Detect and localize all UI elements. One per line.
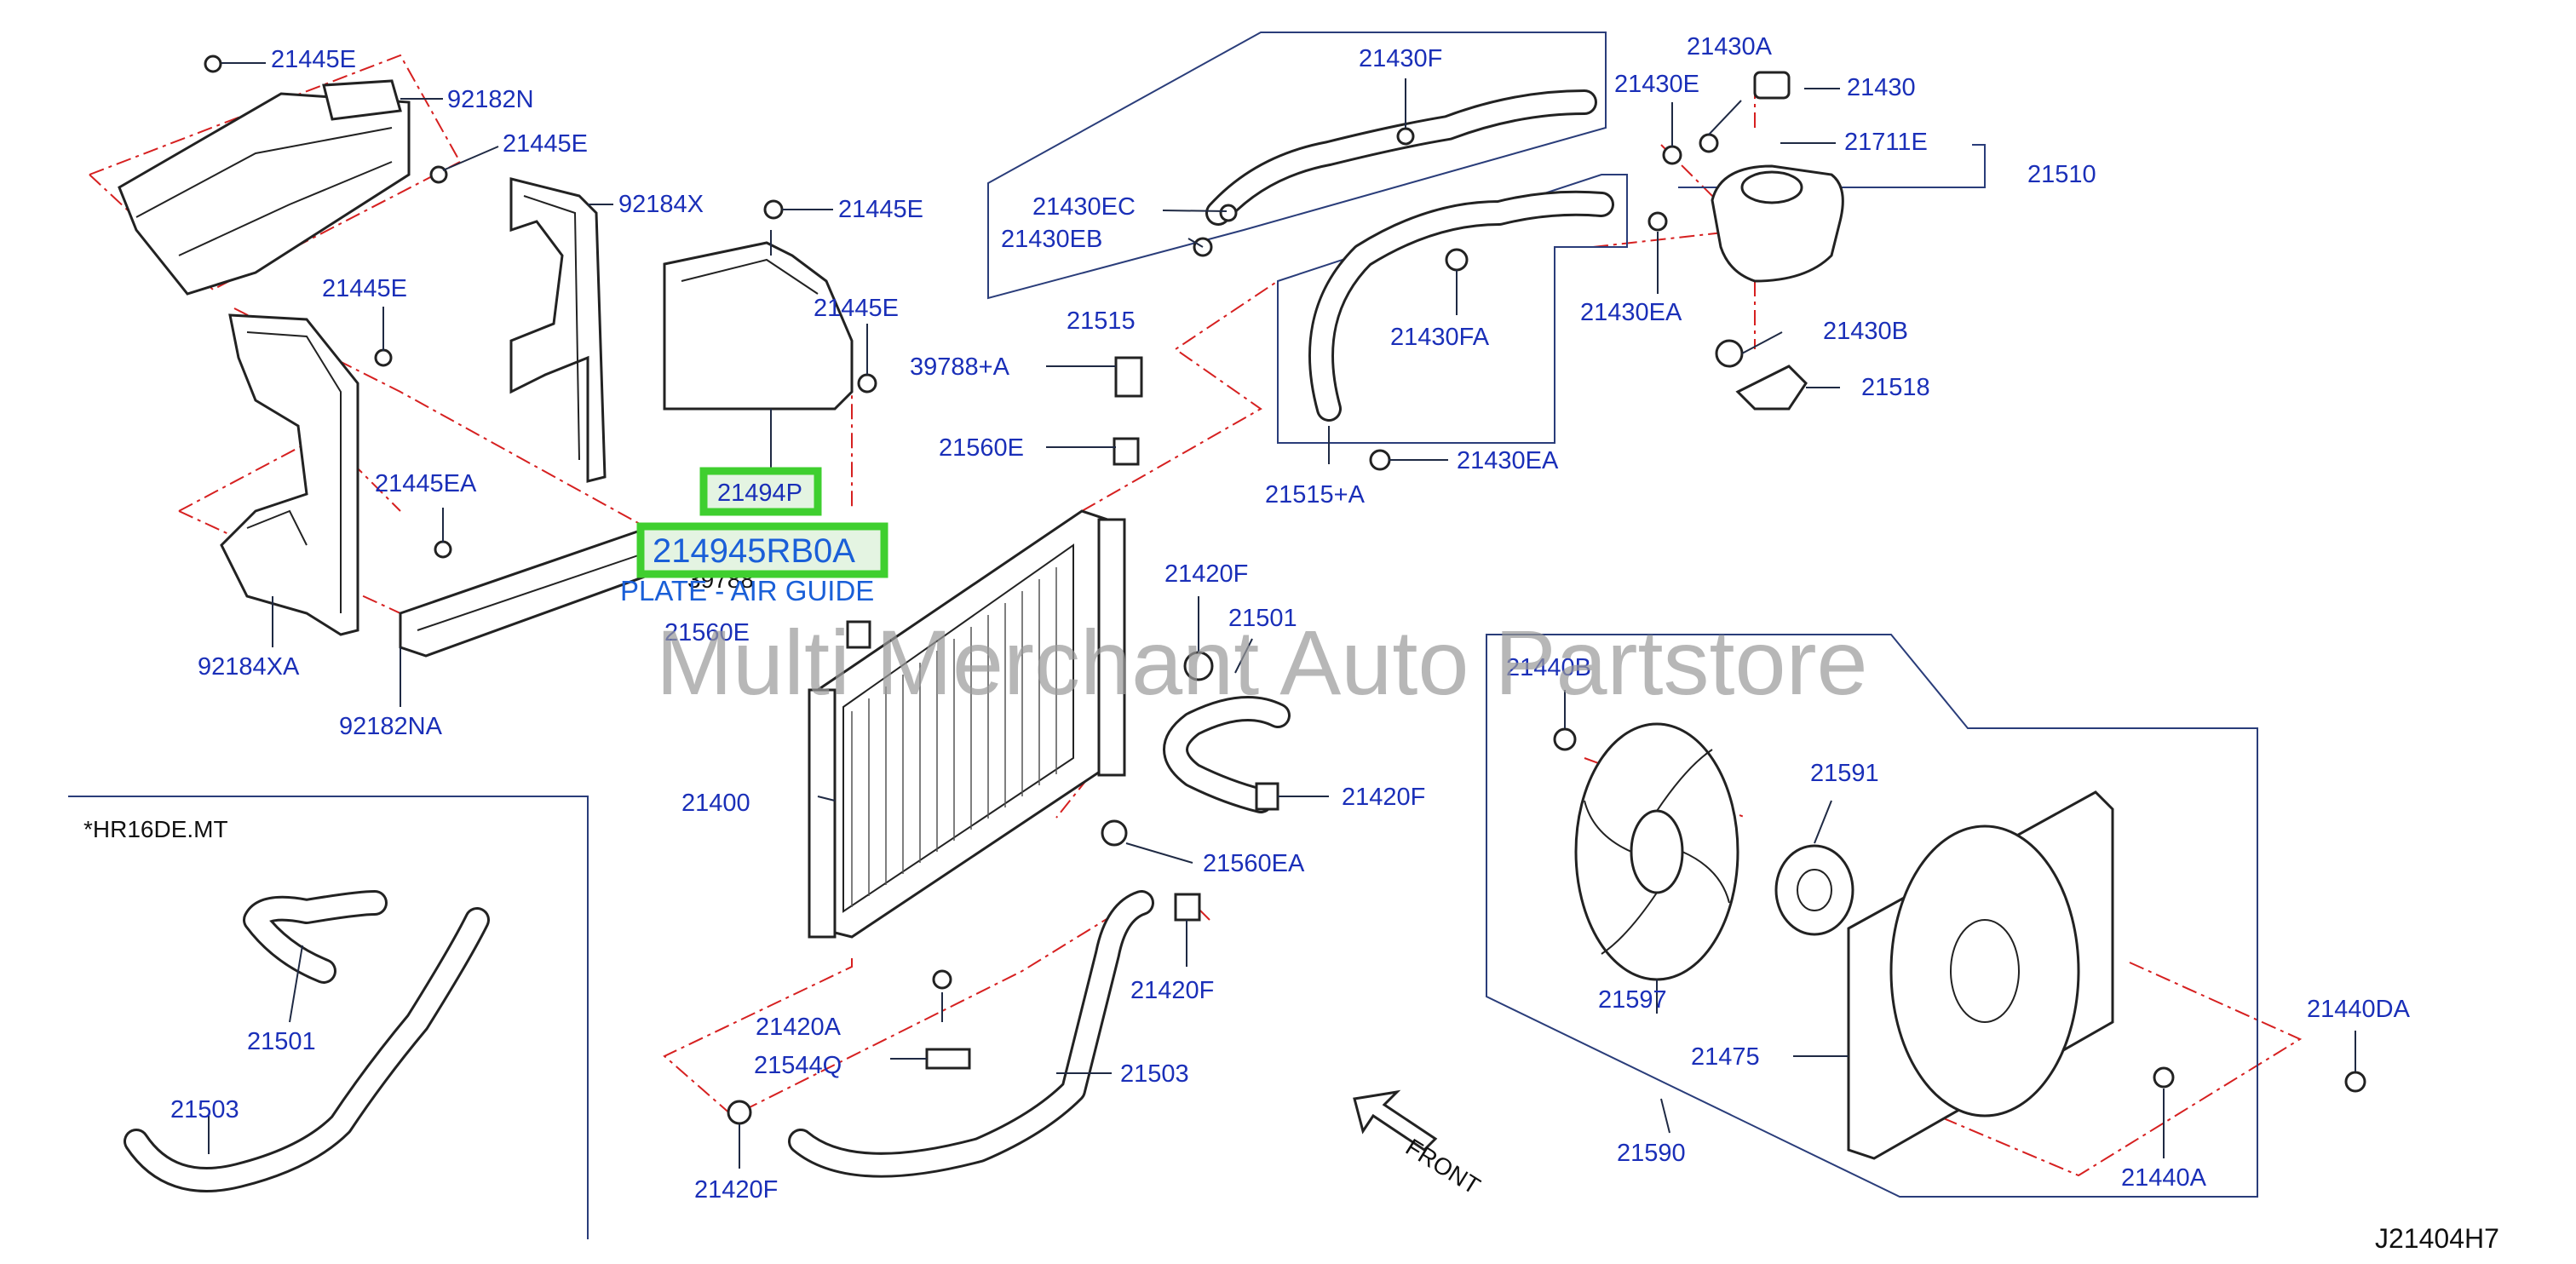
part-label[interactable]: 21440A (2121, 1164, 2207, 1192)
variant-frame (68, 796, 589, 1239)
part-label[interactable]: 92184X (618, 191, 704, 218)
fan-assembly-frame-21590 (1486, 634, 2258, 1198)
hose-21515A (1308, 190, 1614, 422)
variant-note: *HR16DE.MT (83, 816, 228, 842)
part-label[interactable]: 21475 (1691, 1043, 1760, 1071)
frame-boxes (68, 32, 2258, 1239)
part-label[interactable]: 21430 (1847, 74, 1916, 101)
part-label[interactable]: 21445E (322, 275, 407, 302)
part-label[interactable]: 21440DA (2307, 996, 2411, 1023)
highlight-box-ref[interactable] (699, 467, 822, 516)
part-label[interactable]: 21560EA (1203, 850, 1305, 877)
hose-21501 (1163, 696, 1291, 813)
leader-lines (208, 62, 2356, 1169)
part-label[interactable]: 21420F (1130, 977, 1214, 1004)
fan-shroud-21475 (1847, 790, 2114, 1160)
part-label[interactable]: 21503 (1120, 1060, 1189, 1088)
radiator-21400 (808, 509, 1126, 939)
part-label[interactable]: 21430E (1614, 71, 1699, 98)
part-label[interactable]: 21445E (814, 295, 899, 322)
part-label[interactable]: 21501 (1228, 605, 1297, 632)
callout-labels: 21445E 92182N 21445E 92184X 21445E 21445… (170, 33, 2411, 1204)
part-label[interactable]: 21518 (1861, 374, 1930, 401)
part-label[interactable]: 21430EA (1457, 447, 1559, 474)
part-label[interactable]: 92184XA (198, 653, 300, 681)
part-label[interactable]: 21590 (1617, 1140, 1686, 1167)
highlight-ref-label[interactable]: 21494P (717, 480, 802, 507)
variant-hose-21501 (243, 890, 388, 984)
part-label[interactable]: 21503 (170, 1096, 239, 1123)
part-label[interactable]: 21515 (1067, 307, 1136, 335)
part-label[interactable]: 21501 (247, 1028, 316, 1055)
part-label[interactable]: 92182N (447, 86, 534, 113)
part-label[interactable]: 21430EC (1032, 193, 1136, 221)
part-label[interactable]: 39788+A (910, 353, 1010, 381)
diagram-code: J21404H7 (2375, 1223, 2499, 1254)
part-label[interactable]: 21430A (1687, 33, 1773, 60)
hose-21503 (788, 890, 1154, 1178)
air-guide-upper-92182N (118, 79, 411, 296)
highlighted-part: 21494P 214945RB0A PLATE - AIR GUIDE (620, 467, 888, 606)
part-label[interactable]: 21430EA (1580, 299, 1682, 326)
part-label[interactable]: 21544Q (754, 1052, 842, 1079)
part-label[interactable]: 21560E (939, 434, 1024, 462)
part-label[interactable]: 21510 (2027, 161, 2096, 188)
hose-group-frame-21515 (987, 32, 1607, 300)
part-label[interactable]: 21445E (503, 130, 588, 158)
part-label[interactable]: 21420F (1342, 784, 1425, 811)
part-label[interactable]: 21420A (756, 1014, 842, 1041)
front-label: FRONT (1401, 1134, 1485, 1199)
plate-air-guide-21494P (663, 241, 854, 411)
air-guide-side-92184X (509, 177, 607, 483)
part-label[interactable]: 21445E (838, 196, 923, 223)
hose-group-frame-21515a (1277, 174, 1628, 444)
watermark: Multi Merchant Auto Partstore (656, 611, 1868, 714)
hardware-fasteners (204, 55, 2366, 1125)
part-label[interactable]: 21430FA (1390, 324, 1490, 351)
part-label[interactable]: 21445E (271, 46, 356, 73)
fan-blade-21597 (1574, 722, 1739, 981)
highlight-description: PLATE - AIR GUIDE (620, 575, 874, 606)
part-label[interactable]: 21420F (694, 1176, 778, 1204)
part-label[interactable]: 21400 (681, 790, 750, 817)
part-label[interactable]: 21430EB (1001, 226, 1102, 253)
part-label[interactable]: 21515+A (1265, 481, 1366, 508)
highlight-part-number[interactable]: 214945RB0A (653, 532, 855, 570)
part-label[interactable]: 21430B (1823, 318, 1908, 345)
hose-21515 (1205, 89, 1597, 226)
air-guide-side-92184XA (220, 313, 359, 636)
part-label[interactable]: 21597 (1598, 986, 1667, 1014)
part-label[interactable]: 21445EA (375, 470, 477, 497)
radiator-core-fins (851, 567, 1057, 907)
part-label[interactable]: 21440B (1506, 654, 1591, 681)
highlight-box-part-number[interactable] (636, 522, 888, 578)
part-label[interactable]: 21430F (1359, 45, 1442, 72)
bracket-21518 (1735, 365, 1808, 411)
part-label[interactable]: 21711E (1844, 129, 1928, 156)
reservoir-tank-21510 (1711, 71, 1844, 283)
part-label[interactable]: 21591 (1810, 760, 1879, 787)
front-direction-arrow: FRONT (1353, 1089, 1485, 1199)
fan-motor-21591 (1774, 844, 1854, 936)
part-label[interactable]: 92182NA (339, 713, 443, 740)
part-label[interactable]: 21420F (1164, 560, 1248, 588)
part-label[interactable]: 21560E (664, 619, 750, 646)
variant-hose-21503 (124, 907, 490, 1192)
